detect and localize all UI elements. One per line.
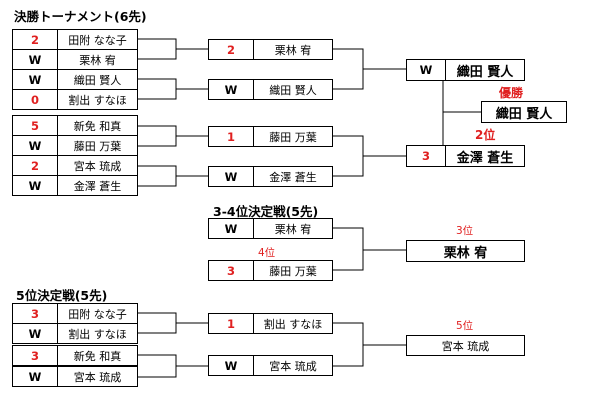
player-score: W — [28, 72, 42, 87]
fifth-place-winner-box: 宮本 琉成 — [406, 335, 525, 356]
player-row: 2 栗林 宥 — [208, 39, 333, 60]
champion-name: 織田 賢人 — [495, 106, 553, 122]
player-row: 0 割出 すなほ — [12, 89, 138, 110]
bracket-line — [332, 322, 364, 367]
bracket-line — [137, 312, 177, 334]
player-name: 織田 賢人 — [456, 64, 514, 80]
runner-up-label: 2位 — [475, 128, 496, 142]
player-row: 1 藤田 万葉 — [208, 126, 333, 147]
player-score: 2 — [226, 42, 235, 57]
player-score: W — [28, 326, 42, 341]
player-score: 3 — [30, 306, 39, 321]
player-score: W — [28, 178, 42, 193]
fifth-place-label: 5位 — [456, 320, 474, 332]
third-place-label: 3位 — [456, 225, 474, 237]
player-name: 栗林 宥 — [274, 43, 312, 57]
player-name: 金澤 蒼生 — [73, 179, 122, 193]
player-name: 栗林 宥 — [79, 53, 116, 67]
player-row: 5 新免 和真 — [12, 115, 138, 136]
player-score: 3 — [226, 263, 235, 278]
player-row: W 宮本 琉成 — [208, 355, 333, 376]
player-row: 3 金澤 蒼生 — [406, 145, 525, 167]
player-score: W — [224, 169, 238, 184]
player-name: 宮本 琉成 — [73, 159, 122, 173]
player-score: W — [224, 221, 238, 236]
player-name: 割出 すなほ — [68, 93, 127, 107]
bracket-line — [332, 135, 364, 177]
player-score: 3 — [30, 348, 39, 363]
bracket-line — [332, 227, 364, 271]
third-place-winner-box: 栗林 宥 — [406, 240, 525, 262]
player-score: W — [224, 358, 238, 373]
bracket-line — [137, 38, 177, 60]
third-place-title: 3-4位決定戦(5先) — [213, 204, 319, 219]
player-name: 藤田 万葉 — [269, 264, 317, 278]
player-score: 3 — [421, 149, 430, 163]
bracket-line — [137, 165, 177, 187]
player-row: W 金澤 蒼生 — [12, 175, 138, 196]
player-name: 割出 すなほ — [68, 327, 127, 341]
player-row: W 宮本 琉成 — [12, 366, 138, 387]
player-row: W 織田 賢人 — [12, 69, 138, 90]
main-bracket-title: 決勝トーナメント(6先) — [14, 9, 147, 24]
player-row: W 栗林 宥 — [208, 218, 333, 239]
champion-label: 優勝 — [499, 86, 524, 100]
player-score: 1 — [226, 316, 235, 331]
player-name: 田附 なな子 — [68, 33, 127, 47]
bracket-line — [332, 48, 364, 90]
player-row: 3 新免 和真 — [12, 345, 138, 366]
player-score: 2 — [30, 32, 39, 47]
bracket-line — [137, 78, 177, 100]
player-name: 田附 なな子 — [68, 307, 127, 321]
player-row: W 金澤 蒼生 — [208, 166, 333, 187]
player-score: W — [28, 369, 42, 384]
player-row: 1 割出 すなほ — [208, 313, 333, 334]
player-name: 割出 すなほ — [263, 317, 323, 331]
player-score: W — [28, 138, 42, 153]
player-name: 金澤 蒼生 — [269, 170, 317, 184]
player-row: 2 田附 なな子 — [12, 29, 138, 50]
player-row: 2 宮本 琉成 — [12, 155, 138, 176]
third-place-winner-name: 栗林 宥 — [443, 245, 488, 261]
fifth-place-title: 5位決定戦(5先) — [16, 288, 108, 303]
player-row: W 織田 賢人 — [208, 79, 333, 100]
bracket-line — [137, 125, 177, 147]
player-score: 0 — [30, 92, 39, 107]
player-score: 2 — [30, 158, 39, 173]
bracket-line — [137, 354, 177, 378]
player-score: W — [419, 63, 433, 77]
player-row: 3 藤田 万葉 — [208, 260, 333, 281]
player-score: 1 — [226, 129, 235, 144]
player-name: 藤田 万葉 — [269, 130, 317, 144]
player-score: W — [224, 82, 238, 97]
fourth-place-label: 4位 — [258, 247, 276, 259]
player-name: 新免 和真 — [73, 349, 122, 363]
player-name: 新免 和真 — [73, 119, 122, 133]
player-row: W 織田 賢人 — [406, 59, 525, 81]
player-row: 3 田附 なな子 — [12, 303, 138, 324]
player-name: 藤田 万葉 — [73, 139, 122, 153]
player-row: W 栗林 宥 — [12, 49, 138, 70]
player-score: 5 — [30, 118, 39, 133]
player-name: 宮本 琉成 — [269, 359, 317, 373]
fifth-place-winner-name: 宮本 琉成 — [441, 339, 490, 353]
player-row: W 割出 すなほ — [12, 323, 138, 344]
player-name: 栗林 宥 — [274, 222, 312, 236]
champion-box: 織田 賢人 — [481, 101, 567, 123]
player-name: 宮本 琉成 — [73, 370, 122, 384]
player-name: 織田 賢人 — [269, 83, 317, 97]
player-name: 織田 賢人 — [73, 73, 122, 87]
player-score: W — [28, 52, 42, 67]
player-name: 金澤 蒼生 — [456, 150, 514, 166]
player-row: W 藤田 万葉 — [12, 135, 138, 156]
